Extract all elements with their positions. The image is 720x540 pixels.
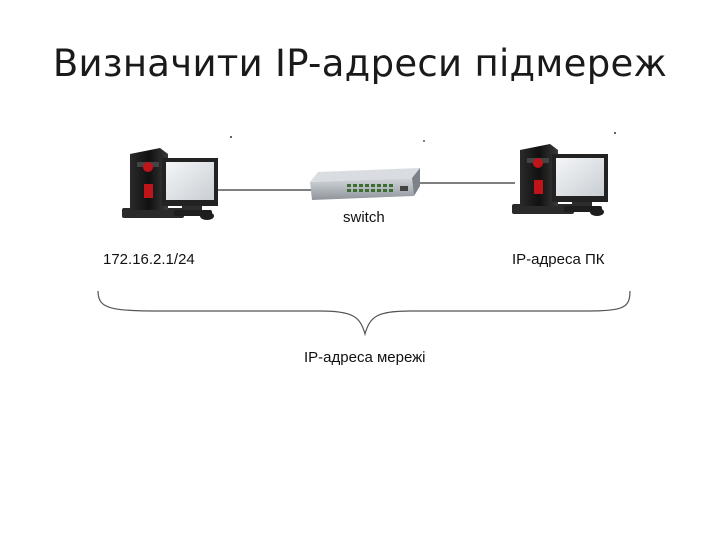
curly-brace bbox=[97, 290, 631, 337]
computer-icon-left bbox=[122, 148, 218, 220]
dot bbox=[230, 136, 232, 138]
right-pc-ip-label: IP-адреса ПК bbox=[512, 251, 605, 268]
slide-title: Визначити IP-адреси підмереж bbox=[52, 42, 668, 85]
switch-label: switch bbox=[343, 209, 385, 226]
left-pc-ip-label: 172.16.2.1/24 bbox=[103, 251, 195, 268]
computer-icon-right bbox=[512, 144, 608, 216]
network-ip-label: IP-адреса мережі bbox=[304, 349, 426, 366]
dot bbox=[614, 132, 616, 134]
dot bbox=[423, 140, 425, 142]
switch-icon bbox=[310, 168, 420, 200]
